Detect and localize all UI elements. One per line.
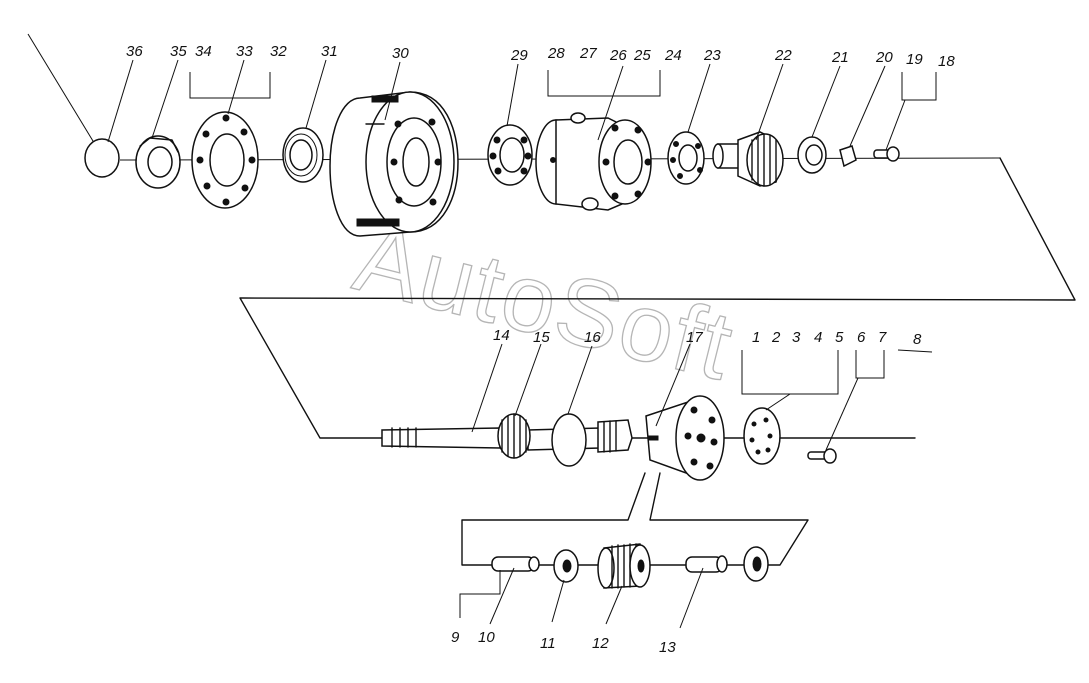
label-6: 6 (857, 329, 866, 346)
label-5: 5 (835, 329, 844, 346)
label-35: 35 (170, 43, 187, 60)
part-24-28-carrier (535, 112, 652, 211)
label-9: 9 (451, 629, 460, 646)
part-30-housing (329, 91, 459, 237)
label-16: 16 (584, 329, 601, 346)
part-18-19-bolt (873, 146, 900, 162)
label-23: 23 (703, 47, 721, 64)
label-18: 18 (938, 53, 955, 70)
label-4: 4 (814, 329, 822, 346)
label-27: 27 (579, 45, 597, 62)
label-36: 36 (126, 43, 143, 60)
label-22: 22 (774, 47, 792, 64)
label-30: 30 (392, 45, 409, 62)
label-7: 7 (878, 329, 887, 346)
part-31-seal (282, 127, 324, 183)
part-35-nut (135, 135, 181, 189)
label-32: 32 (270, 43, 287, 60)
part-washer-right (743, 546, 769, 582)
part-6-8-screw (807, 448, 837, 464)
label-33: 33 (236, 43, 253, 60)
label-11: 11 (540, 635, 556, 652)
part-36-cap (84, 138, 120, 178)
label-10: 10 (478, 629, 495, 646)
part-labels: 36 35 34 33 32 31 30 29 28 27 26 25 24 2… (126, 43, 955, 656)
label-12: 12 (592, 635, 609, 652)
label-13: 13 (659, 639, 676, 656)
label-20: 20 (875, 49, 893, 66)
label-17: 17 (686, 329, 703, 346)
label-19: 19 (906, 51, 923, 68)
label-1: 1 (752, 329, 760, 346)
label-8: 8 (913, 331, 922, 348)
part-15-gear (497, 413, 531, 459)
part-23-bearing (667, 131, 705, 185)
label-34: 34 (195, 43, 212, 60)
label-28: 28 (547, 45, 565, 62)
part-33-flange (191, 111, 259, 209)
watermark: AutoSoft (345, 204, 744, 401)
part-17-carrier (645, 395, 725, 481)
label-21: 21 (831, 49, 849, 66)
leader-lines (107, 59, 937, 629)
part-11-washer (553, 549, 579, 583)
label-15: 15 (533, 329, 550, 346)
label-29: 29 (510, 47, 528, 64)
part-16-ring (551, 413, 587, 467)
part-13-pin (685, 555, 728, 573)
label-31: 31 (321, 43, 338, 60)
part-29-bearing (487, 124, 533, 186)
part-12-planet-gear (597, 543, 651, 589)
part-22-drive-gear (712, 131, 784, 187)
part-20-lock-plate (839, 145, 857, 168)
part-1-5-disc (743, 407, 781, 465)
label-3: 3 (792, 329, 801, 346)
label-26: 26 (609, 47, 627, 64)
label-2: 2 (771, 329, 781, 346)
label-14: 14 (493, 327, 510, 344)
label-25: 25 (633, 47, 651, 64)
part-10-pin (491, 556, 540, 572)
part-21-washer (797, 136, 827, 174)
label-24: 24 (664, 47, 682, 64)
